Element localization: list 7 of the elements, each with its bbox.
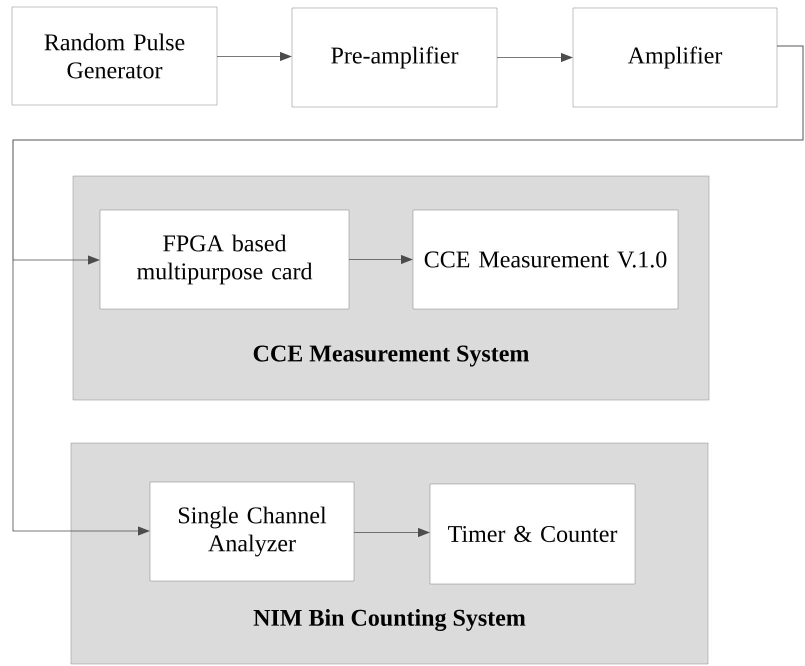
process-box: Pre-amplifier [292, 8, 498, 108]
process-box: Amplifier [572, 8, 778, 108]
process-box: CCE Measurement V.1.0 [412, 210, 678, 310]
process-box: Random Pulse Generator [12, 6, 218, 106]
process-box: Timer & Counter [430, 484, 636, 584]
process-box: Single Channel Analyzer [150, 482, 354, 582]
process-box: FPGA based multipurpose card [100, 210, 350, 310]
